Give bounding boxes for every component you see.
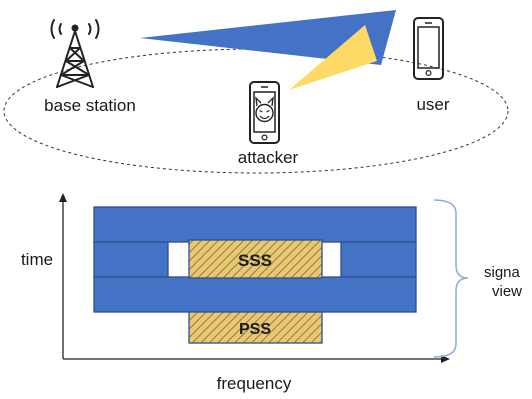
radio-tower-icon [50, 19, 100, 88]
base-station-label: base station [44, 96, 136, 115]
top-blue-block [93, 206, 417, 243]
devil-smartphone-icon [249, 81, 280, 144]
resource-grid [93, 206, 417, 344]
base-station-beam [140, 10, 396, 65]
pss-label: PSS [239, 321, 271, 338]
mid-left-blue-block [93, 241, 169, 278]
coverage-area [3, 48, 509, 174]
attacker-beam [289, 25, 377, 90]
bottom-blue-block [93, 276, 417, 313]
pss-block [188, 311, 323, 344]
x-axis-label: frequency [217, 374, 292, 393]
brace-label-line1: signa [484, 264, 521, 281]
plot-axes [62, 199, 444, 360]
y-axis-label: time [21, 250, 53, 269]
attacker-label: attacker [238, 148, 299, 167]
sss-block [188, 239, 323, 279]
user-label: user [416, 95, 449, 114]
sss-label: SSS [238, 251, 272, 270]
mid-right-blue-block [340, 241, 417, 278]
brace-label-line2: view [492, 283, 522, 300]
y-axis-arrow [59, 193, 67, 202]
signal-view-brace [433, 199, 469, 358]
smartphone-icon [413, 17, 444, 80]
